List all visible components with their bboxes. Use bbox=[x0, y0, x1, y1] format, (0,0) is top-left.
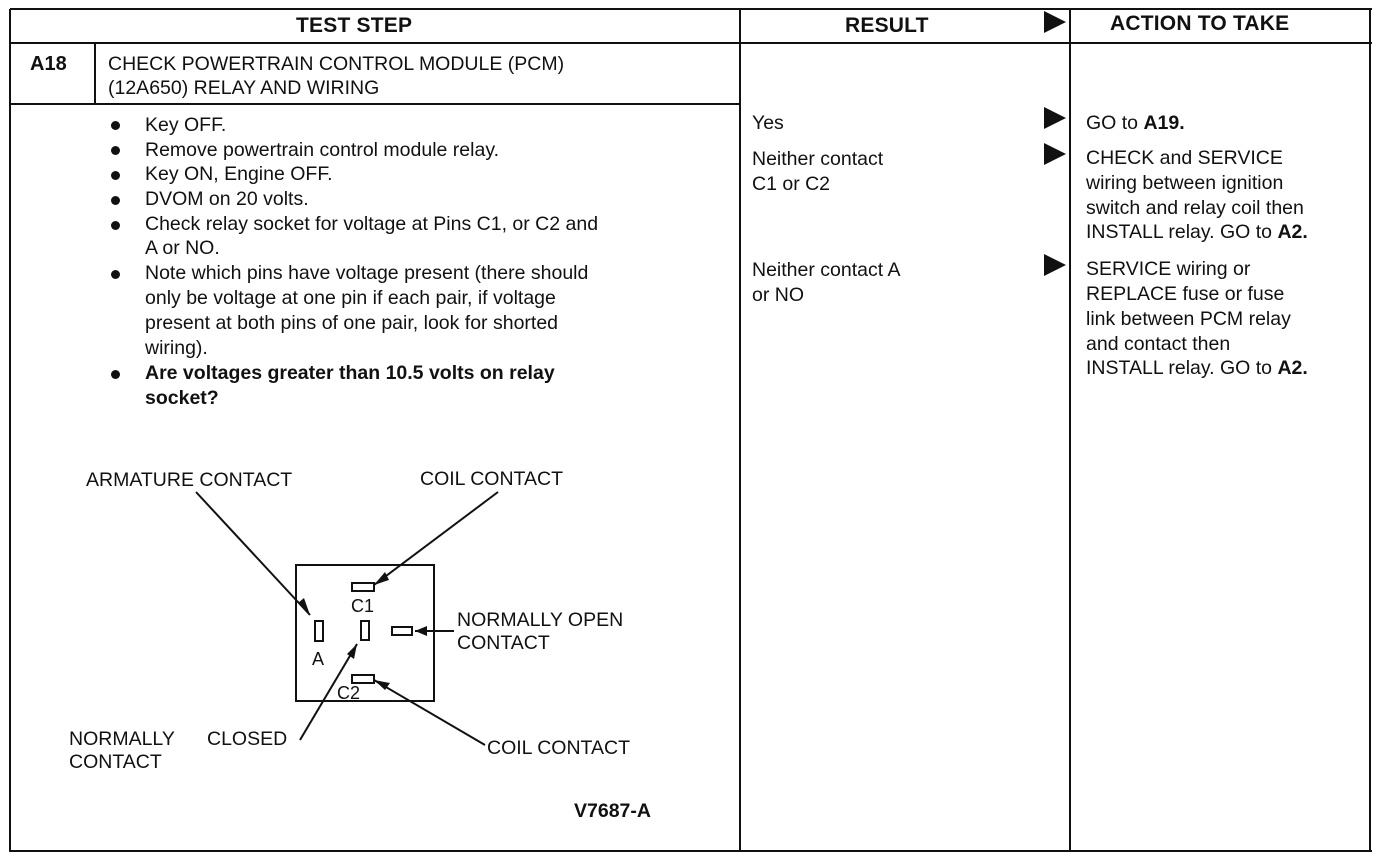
arrowhead-icon bbox=[347, 644, 357, 659]
pin-c2-slot bbox=[351, 674, 375, 684]
bullet-icon bbox=[111, 370, 120, 379]
instruction-item-cont: present at both pins of one pair, look f… bbox=[145, 312, 559, 334]
leader-coil-bottom bbox=[373, 679, 486, 746]
result-neither-c1-c2-line2: C1 or C2 bbox=[752, 173, 831, 195]
step-title-line2: (12A650) RELAY AND WIRING bbox=[108, 77, 380, 99]
action-go-a19: GO to A19. bbox=[1086, 111, 1185, 136]
action-ref: A2. bbox=[1277, 357, 1308, 379]
header-arrow-icon bbox=[1044, 11, 1066, 33]
result-neither-c1-c2-line1: Neither contact bbox=[752, 148, 884, 170]
action-check-service-line2: wiring between ignition bbox=[1086, 172, 1284, 194]
label-normally-open-line2: CONTACT bbox=[457, 632, 550, 654]
pin-no-slot bbox=[391, 626, 413, 636]
label-closed: CLOSED bbox=[207, 728, 288, 750]
label-coil-contact-top: COIL CONTACT bbox=[420, 468, 564, 490]
result-arrow-icon bbox=[1044, 254, 1066, 276]
action-service-wiring-line3: link between PCM relay bbox=[1086, 308, 1291, 330]
instruction-item: Remove powertrain control module relay. bbox=[145, 139, 500, 161]
figure-id: V7687-A bbox=[574, 800, 651, 822]
instruction-item-cont: A or NO. bbox=[145, 237, 220, 259]
label-armature-contact: ARMATURE CONTACT bbox=[86, 469, 293, 491]
leader-normally-closed bbox=[299, 643, 358, 741]
action-check-service-line3: switch and relay coil then bbox=[1086, 197, 1304, 219]
result-arrow-icon bbox=[1044, 143, 1066, 165]
instruction-question-cont: socket? bbox=[145, 387, 219, 409]
result-yes: Yes bbox=[752, 112, 784, 134]
label-normally: NORMALLY bbox=[69, 728, 175, 750]
action-service-wiring-line5: INSTALL relay. GO to A2. bbox=[1086, 356, 1308, 381]
action-check-service-line1: CHECK and SERVICE bbox=[1086, 147, 1283, 169]
arrowhead-icon bbox=[415, 626, 427, 636]
action-text: GO to bbox=[1086, 112, 1144, 134]
label-pin-a: A bbox=[312, 649, 325, 669]
pin-c1-slot bbox=[351, 582, 375, 592]
label-coil-contact-bottom: COIL CONTACT bbox=[487, 737, 631, 759]
action-service-wiring-line1: SERVICE wiring or bbox=[1086, 258, 1251, 280]
leader-armature bbox=[195, 491, 311, 616]
arrowhead-icon bbox=[298, 598, 310, 615]
label-normally-open-line1: NORMALLY OPEN bbox=[457, 609, 624, 631]
result-arrow-icon bbox=[1044, 107, 1066, 129]
relay-socket-outline bbox=[295, 564, 435, 702]
instruction-item-cont: wiring). bbox=[145, 337, 208, 359]
label-pin-c1: C1 bbox=[351, 596, 375, 616]
pin-nc-slot bbox=[360, 620, 370, 641]
bullet-icon bbox=[111, 221, 120, 230]
header-test-step: TEST STEP bbox=[296, 14, 413, 37]
instruction-item: DVOM on 20 volts. bbox=[145, 188, 309, 210]
action-service-wiring-line2: REPLACE fuse or fuse bbox=[1086, 283, 1285, 305]
action-ref: A19. bbox=[1143, 112, 1185, 134]
instruction-item: Check relay socket for voltage at Pins C… bbox=[145, 213, 599, 235]
arrowhead-icon bbox=[374, 572, 389, 585]
action-check-service-line4: INSTALL relay. GO to A2. bbox=[1086, 220, 1308, 245]
instruction-item: Key OFF. bbox=[145, 114, 227, 136]
header-action: ACTION TO TAKE bbox=[1110, 12, 1290, 35]
header-result: RESULT bbox=[845, 14, 929, 37]
bullet-icon bbox=[111, 121, 120, 130]
leader-coil-top bbox=[373, 491, 499, 586]
instruction-item-cont: only be voltage at one pin if each pair,… bbox=[145, 287, 556, 309]
result-neither-a-no-line1: Neither contact A bbox=[752, 259, 901, 281]
bullet-icon bbox=[111, 171, 120, 180]
result-neither-a-no-line2: or NO bbox=[752, 284, 805, 306]
label-pin-c2: C2 bbox=[337, 683, 361, 703]
bullet-icon bbox=[111, 146, 120, 155]
pin-a-slot bbox=[314, 620, 324, 642]
instruction-item: Key ON, Engine OFF. bbox=[145, 163, 333, 185]
action-text: INSTALL relay. GO to bbox=[1086, 221, 1278, 243]
action-text: INSTALL relay. GO to bbox=[1086, 357, 1278, 379]
step-id: A18 bbox=[30, 53, 67, 75]
bullet-icon bbox=[111, 196, 120, 205]
instruction-question: Are voltages greater than 10.5 volts on … bbox=[145, 362, 555, 384]
bullet-icon bbox=[111, 270, 120, 279]
arrowhead-icon bbox=[374, 680, 390, 690]
step-title-line1: CHECK POWERTRAIN CONTROL MODULE (PCM) bbox=[108, 53, 565, 75]
action-ref: A2. bbox=[1277, 221, 1308, 243]
action-service-wiring-line4: and contact then bbox=[1086, 333, 1231, 355]
label-contact: CONTACT bbox=[69, 751, 162, 773]
instruction-item: Note which pins have voltage present (th… bbox=[145, 262, 589, 284]
